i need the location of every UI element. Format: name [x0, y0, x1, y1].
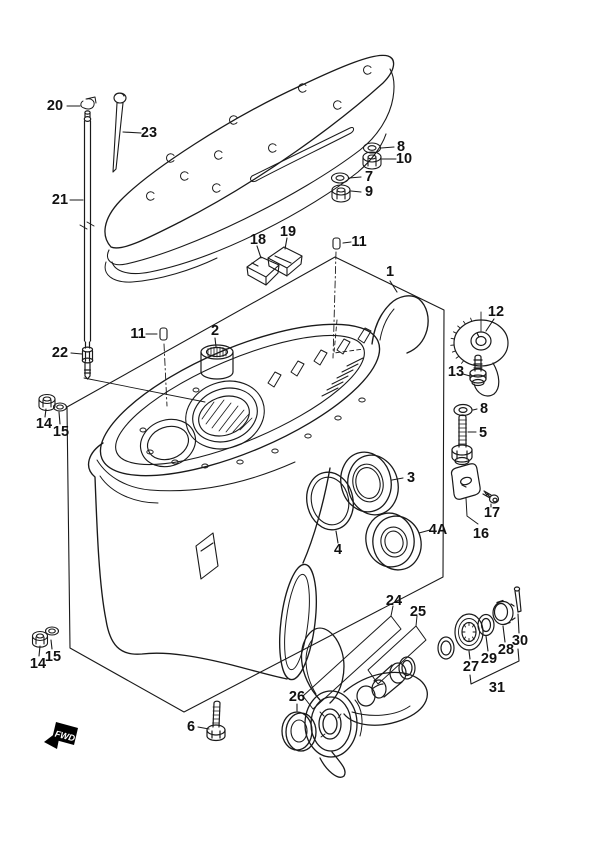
- part-label-21: 21: [51, 192, 69, 208]
- part-label-14b: 14: [29, 656, 47, 672]
- bolt-6: [206, 700, 226, 742]
- part-label-7: 7: [364, 169, 374, 185]
- needle-bearing-2: [200, 344, 234, 380]
- gear-case-housing: [87, 295, 429, 681]
- part-label-2: 2: [210, 323, 220, 339]
- part-label-26: 26: [288, 689, 306, 705]
- dowel-pin-23: [112, 92, 127, 173]
- part-label-4: 4: [333, 542, 343, 558]
- fwd-arrow: FWD: [44, 722, 78, 749]
- part-label-22: 22: [51, 345, 69, 361]
- anode-group: [450, 463, 500, 525]
- clip-18-19: [246, 246, 303, 286]
- part-label-8b: 8: [479, 401, 489, 417]
- part-label-20: 20: [46, 98, 64, 114]
- bearings-group: [306, 451, 422, 571]
- part-label-10: 10: [395, 151, 413, 167]
- pump-gear-group: [450, 311, 509, 397]
- part-label-23: 23: [140, 125, 158, 141]
- part-label-9: 9: [364, 184, 374, 200]
- part-label-8a: 8: [396, 139, 406, 155]
- part-label-3: 3: [406, 470, 416, 486]
- part-label-11b: 11: [130, 326, 146, 342]
- part-label-13: 13: [447, 364, 465, 380]
- assembly-box: [66, 256, 445, 713]
- plate-holes: [146, 65, 372, 201]
- part-label-15a: 15: [52, 424, 70, 440]
- part-label-30: 30: [511, 633, 529, 649]
- part-label-28: 28: [497, 642, 515, 658]
- water-tube-group: [79, 96, 206, 403]
- part-label-24: 24: [385, 593, 403, 609]
- part-label-31: 31: [488, 680, 506, 696]
- gear-case-plate: [104, 54, 395, 283]
- part-label-27: 27: [462, 659, 480, 675]
- part-label-17: 17: [483, 505, 501, 521]
- fwd-arrow-label: FWD: [54, 729, 77, 744]
- pin-11-group: [159, 237, 341, 407]
- part-label-1: 1: [385, 264, 395, 280]
- callout-leaders: [38, 105, 520, 730]
- part-label-6: 6: [186, 719, 196, 735]
- part-label-12: 12: [487, 304, 505, 320]
- part-label-16: 16: [472, 526, 490, 542]
- part-label-19: 19: [279, 224, 297, 240]
- part-label-18: 18: [249, 232, 267, 248]
- part-label-14a: 14: [35, 416, 53, 432]
- plate-fasteners: [330, 142, 382, 203]
- part-label-4a: 4A: [428, 522, 448, 538]
- part-label-15b: 15: [44, 649, 62, 665]
- part-label-25: 25: [409, 604, 427, 620]
- propshaft-parts: [302, 586, 522, 710]
- part-label-11a: 11: [351, 234, 367, 250]
- flange-ribs: [267, 327, 372, 388]
- part-label-5: 5: [478, 425, 488, 441]
- bolt-5-group: [451, 403, 473, 466]
- bearing-bores: [139, 380, 265, 468]
- rim-bolt-holes: [139, 387, 366, 469]
- water-intake-grille: [321, 357, 364, 397]
- part-label-29: 29: [480, 651, 498, 667]
